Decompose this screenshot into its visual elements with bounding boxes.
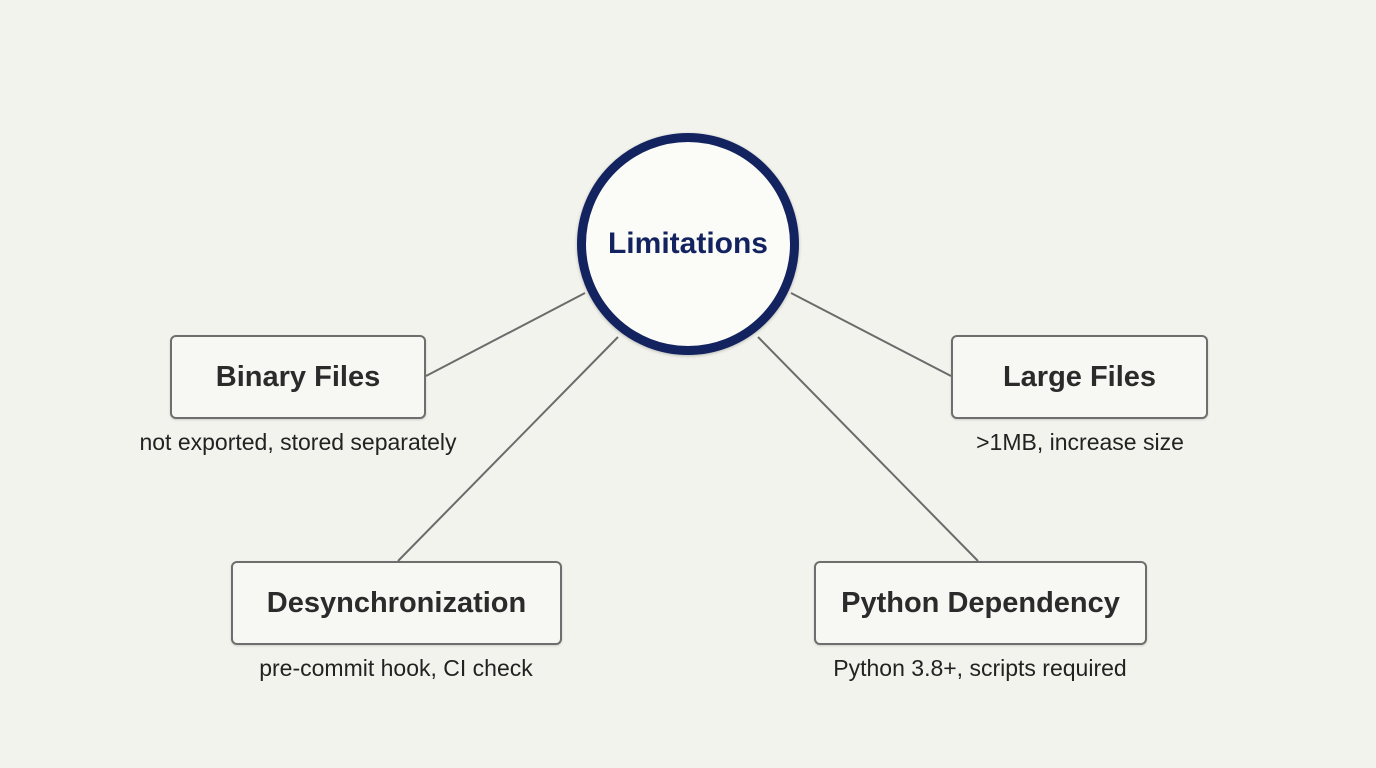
node-label-large-files: Large Files <box>1002 360 1157 393</box>
node-desynchronization: Desynchronization <box>231 561 562 645</box>
connector-binary-files <box>425 292 586 377</box>
node-label-binary-files: Binary Files <box>215 360 381 393</box>
connector-python-dependency <box>757 336 979 562</box>
center-node-limitations: Limitations <box>577 133 799 355</box>
connector-desynchronization <box>397 336 619 562</box>
caption-binary-files: not exported, stored separately <box>139 429 457 455</box>
node-python-dependency: Python Dependency <box>814 561 1147 645</box>
caption-desynchronization: pre-commit hook, CI check <box>259 655 533 681</box>
node-label-python-dependency: Python Dependency <box>841 586 1120 619</box>
node-label-desynchronization: Desynchronization <box>266 586 527 619</box>
node-binary-files: Binary Files <box>170 335 426 419</box>
center-node-label: Limitations <box>607 227 768 260</box>
connector-large-files <box>790 292 952 377</box>
caption-python-dependency: Python 3.8+, scripts required <box>833 655 1127 681</box>
node-large-files: Large Files <box>951 335 1208 419</box>
caption-large-files: >1MB, increase size <box>976 429 1184 455</box>
